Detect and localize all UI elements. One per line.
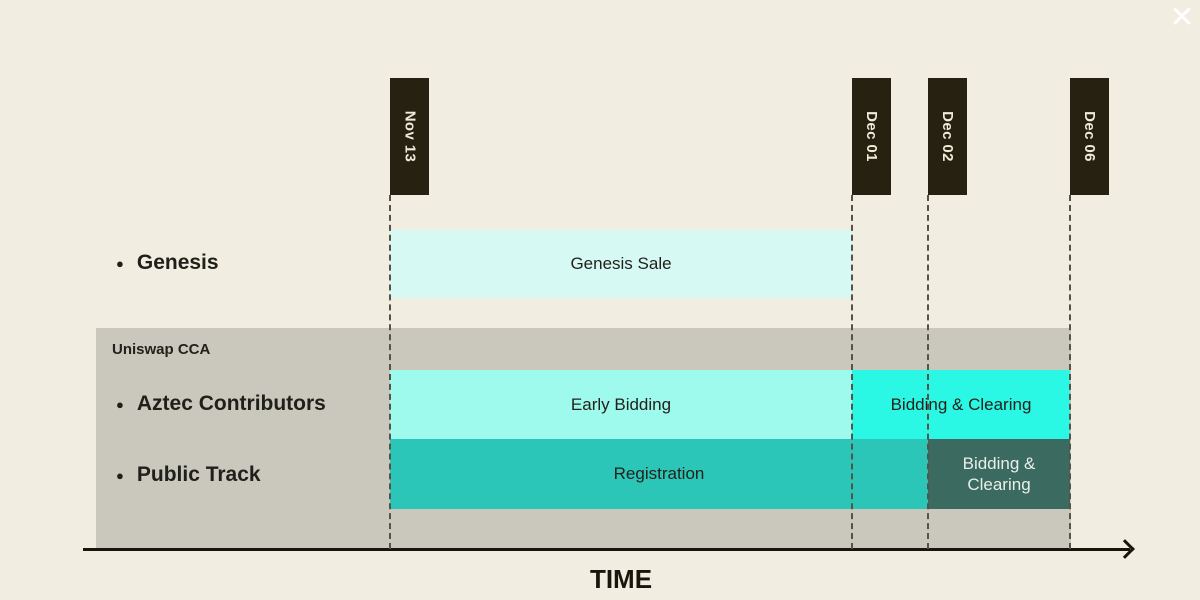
date-marker-label: Dec 06: [1081, 111, 1098, 162]
date-marker-nov-13: Nov 13: [390, 78, 429, 195]
row-label-text: Genesis: [136, 251, 219, 274]
bar-label: Bidding & Clearing: [962, 453, 1036, 494]
bullet-icon: ●: [116, 255, 124, 271]
date-marker-label: Dec 02: [939, 111, 956, 162]
bar-registration: Registration: [390, 439, 928, 509]
time-axis-arrow-icon: [1115, 539, 1135, 559]
date-marker-label: Dec 01: [863, 111, 880, 162]
bar-early-bidding: Early Bidding: [390, 370, 852, 439]
row-label-public-track: ● Public Track: [116, 463, 261, 487]
row-label-text: Aztec Contributors: [136, 392, 326, 415]
date-marker-dec-01: Dec 01: [852, 78, 891, 195]
gridline-dec-01: [851, 195, 853, 549]
bullet-icon: ●: [116, 467, 124, 483]
row-label-aztec-contributors: ● Aztec Contributors: [116, 392, 326, 416]
time-axis-label: TIME: [589, 564, 653, 594]
date-marker-dec-02: Dec 02: [928, 78, 967, 195]
row-label-text: Public Track: [136, 463, 261, 486]
gridline-dec-02: [927, 195, 929, 549]
bar-label: Registration: [613, 464, 705, 484]
bullet-icon: ●: [116, 396, 124, 412]
row-label-genesis: ● Genesis: [116, 251, 219, 275]
bar-label: Genesis Sale: [570, 254, 672, 274]
gridline-nov-13: [389, 195, 391, 549]
bar-genesis-sale: Genesis Sale: [390, 230, 852, 298]
bar-bidding-clearing-aztec: Bidding & Clearing: [852, 370, 1070, 439]
bar-label: Early Bidding: [570, 394, 672, 414]
close-icon[interactable]: ✕: [1169, 1, 1195, 34]
group-label: Uniswap CCA: [112, 341, 211, 358]
date-marker-label: Nov 13: [401, 110, 418, 163]
date-marker-dec-06: Dec 06: [1070, 78, 1109, 195]
time-axis-line: [83, 548, 1130, 551]
bar-bidding-clearing-public: Bidding & Clearing: [928, 439, 1070, 509]
gridline-dec-06: [1069, 195, 1071, 549]
bar-label: Bidding & Clearing: [890, 394, 1032, 414]
